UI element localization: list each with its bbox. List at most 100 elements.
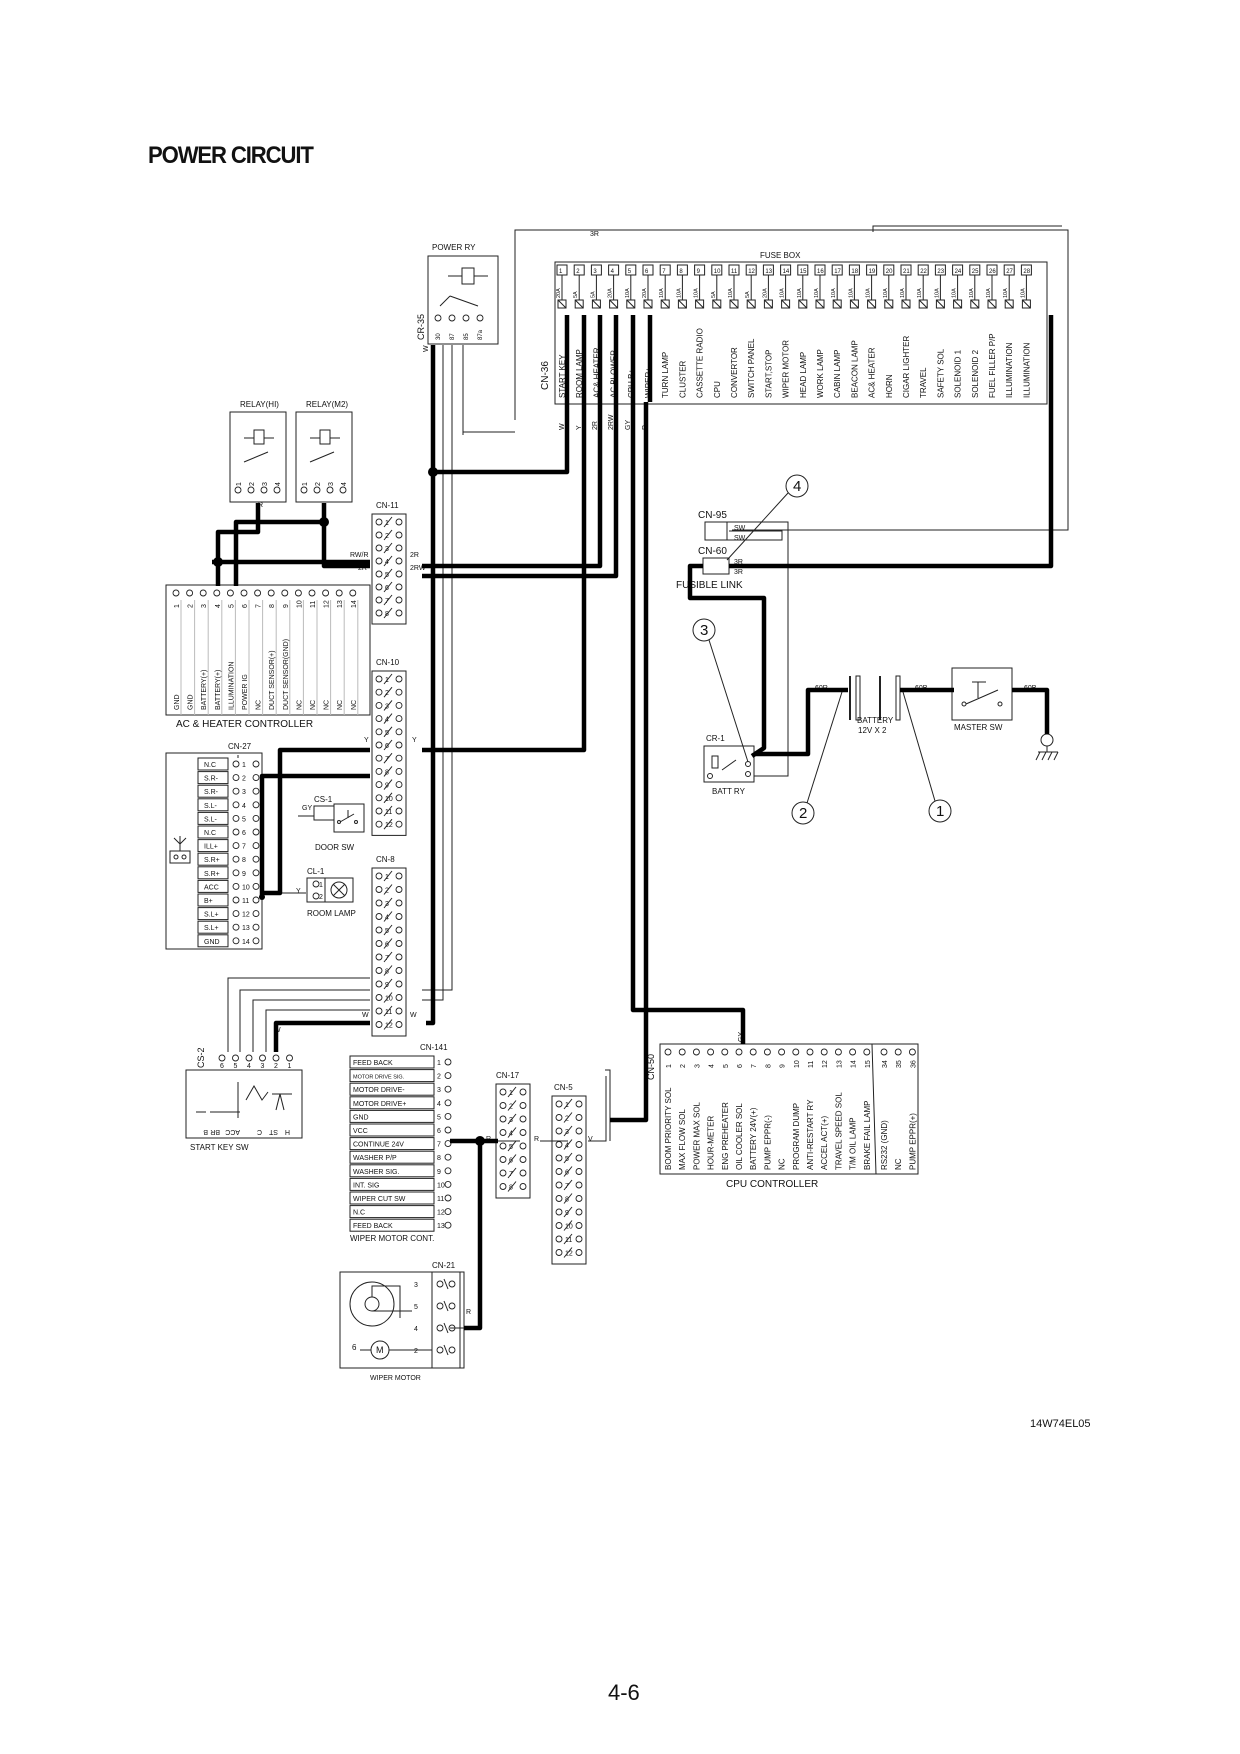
ac-pin-label: 7 <box>256 604 263 608</box>
cn10-pin <box>375 715 383 723</box>
fuse-rating: 10A <box>814 288 820 298</box>
cn10-pin <box>395 807 403 815</box>
cn8-pin-label: 11 <box>385 1009 392 1016</box>
cn5-pin <box>575 1127 583 1135</box>
cn5-pin-label: 11 <box>565 1237 572 1244</box>
cn11-link <box>383 568 393 580</box>
wiper-cont-pin <box>444 1208 452 1216</box>
cn11-pin <box>375 557 383 565</box>
cn5-pin <box>555 1195 563 1202</box>
relay-pin <box>247 486 255 494</box>
wiper-cont-pin-label: 4 <box>437 1101 441 1108</box>
start-key-position: C <box>257 1128 262 1135</box>
cn17-pin <box>519 1088 527 1096</box>
cn10-pin <box>395 715 403 723</box>
ac-pin-function: NC <box>296 700 303 710</box>
cn27-pin <box>252 937 260 945</box>
cpu-pin <box>678 1048 686 1056</box>
cn21-pin <box>436 1280 444 1288</box>
cn8-pin <box>375 994 383 1001</box>
cpu-pin-function: HOUR-METER <box>707 1116 716 1170</box>
cn10-pin <box>375 741 383 749</box>
cn27-pin <box>252 774 260 782</box>
ac-pin-label: 6 <box>242 604 249 608</box>
fuse-circuit-label: START,STOP <box>764 350 773 398</box>
cn8-link <box>383 870 393 882</box>
cn10-pin <box>375 767 383 775</box>
cn17-pin <box>499 1102 507 1109</box>
cn8-pin <box>375 926 383 934</box>
cn8-link <box>383 965 393 976</box>
fuse-circuit-label: ILLUMINATION <box>1005 342 1014 398</box>
cn8-pin <box>375 899 383 907</box>
fuse-mark <box>557 299 567 309</box>
start-key-position: ST <box>268 1128 278 1135</box>
cpu-pin-label: 2 <box>680 1064 687 1068</box>
cpu-extra-pin-function: NC <box>894 1158 903 1170</box>
cn10-link <box>383 739 393 751</box>
batt-relay: CR-1 BATT RY <box>703 734 755 796</box>
cn10-pin <box>395 741 403 749</box>
fuse-number: 9 <box>697 269 701 275</box>
fuse-mark <box>918 299 928 309</box>
cn8-pin <box>395 1007 403 1015</box>
fuse-box-title: FUSE BOX <box>760 251 801 260</box>
fuse-rating: 10A <box>969 288 975 298</box>
cn5-pin <box>555 1114 563 1121</box>
cs2-pin-label: 5 <box>234 1063 238 1070</box>
cn10-link <box>383 752 393 764</box>
fuse-number: 27 <box>1006 269 1013 275</box>
cn21-pin <box>448 1346 456 1354</box>
cn10-pin <box>395 820 403 828</box>
cr1-label: CR-1 <box>706 734 725 743</box>
wiper-cont-label-box <box>349 1109 435 1123</box>
fuse-circuit-label: HEAD LAMP <box>799 352 808 398</box>
cn27-pin <box>232 882 240 890</box>
fuse-mark <box>1004 299 1014 309</box>
power-relay-pin-label: 87 <box>450 333 456 340</box>
wiper-cont-label-box <box>349 1191 435 1205</box>
fuse-circuit-label: CIGAR LIGHTER <box>902 336 911 398</box>
cn8-pin <box>375 967 383 974</box>
relay-coil <box>319 429 331 445</box>
fuse-mark <box>626 299 636 309</box>
cn27-pin <box>252 869 260 877</box>
cn5-pin <box>555 1154 563 1162</box>
cn27-label-box <box>197 784 229 798</box>
cn17-pin <box>519 1129 527 1136</box>
wiper-cont-pin <box>444 1112 452 1120</box>
ground-symbol <box>1035 733 1059 761</box>
cn27-pin <box>252 855 260 863</box>
cn17-pin <box>499 1156 507 1163</box>
fuse-number: 18 <box>851 269 858 275</box>
fuse-mark <box>987 299 997 309</box>
fuse-rating: 5A <box>711 291 717 298</box>
wiper-cont-label-box <box>349 1096 435 1110</box>
cn10-pin <box>375 754 383 762</box>
cn8-link <box>383 897 393 909</box>
cn27-label-box <box>197 893 229 907</box>
wiper-cont-label-box <box>349 1123 435 1137</box>
power-relay-pin <box>462 314 470 322</box>
cn11-wire-2r-right: 2R <box>410 552 419 559</box>
ac-pin-label: 12 <box>324 600 331 608</box>
cpu-pin-label: 12 <box>822 1060 829 1068</box>
cn8-pin <box>395 872 403 880</box>
fuse-mark <box>815 299 825 309</box>
fuse-number: 13 <box>765 269 772 275</box>
cn27-label-box <box>197 798 229 812</box>
fuse-number: 19 <box>869 269 876 275</box>
start-key-position: ACC <box>225 1128 240 1135</box>
ac-pin <box>199 589 207 597</box>
cn5-pin <box>555 1100 563 1108</box>
power-relay-pin <box>476 314 484 322</box>
fuse-wire-color: Y <box>576 425 583 430</box>
cn27-pin-label: 11 <box>242 898 249 905</box>
ac-pin-function: BATTERY(+) <box>215 670 222 710</box>
ac-pin <box>322 589 330 597</box>
cn5-link <box>563 1179 573 1191</box>
cn8-pin <box>375 886 383 893</box>
